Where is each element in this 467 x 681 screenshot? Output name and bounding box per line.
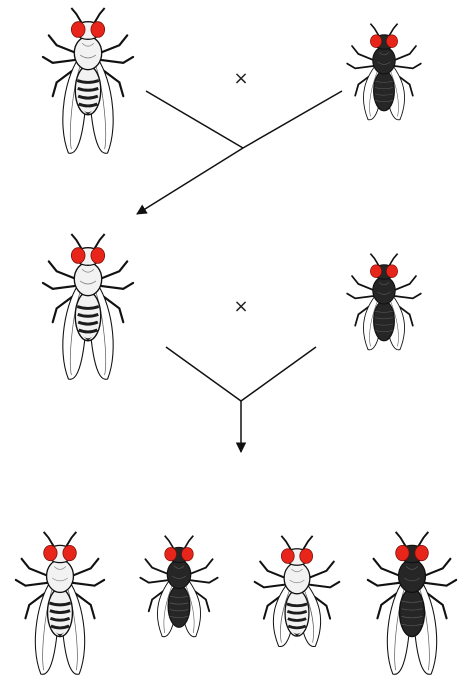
cross-symbol: × xyxy=(231,70,251,88)
arrow-icon xyxy=(137,148,243,214)
parent-wildtype-fly-icon xyxy=(43,8,133,153)
f2-wildtype-fly-icon xyxy=(16,532,104,674)
cross-lines-f1 xyxy=(166,347,316,452)
f2-wildtype-fly-icon xyxy=(255,536,340,647)
cross-lines-p xyxy=(137,91,342,214)
f1-wildtype-fly-icon xyxy=(43,234,133,379)
f2-ebony-fly-icon xyxy=(140,536,217,637)
f2-ebony-fly-icon xyxy=(368,532,456,674)
f1-ebony-fly-icon xyxy=(347,254,421,350)
cross-symbol: × xyxy=(231,298,251,316)
parent-ebony-fly-icon xyxy=(347,24,421,120)
